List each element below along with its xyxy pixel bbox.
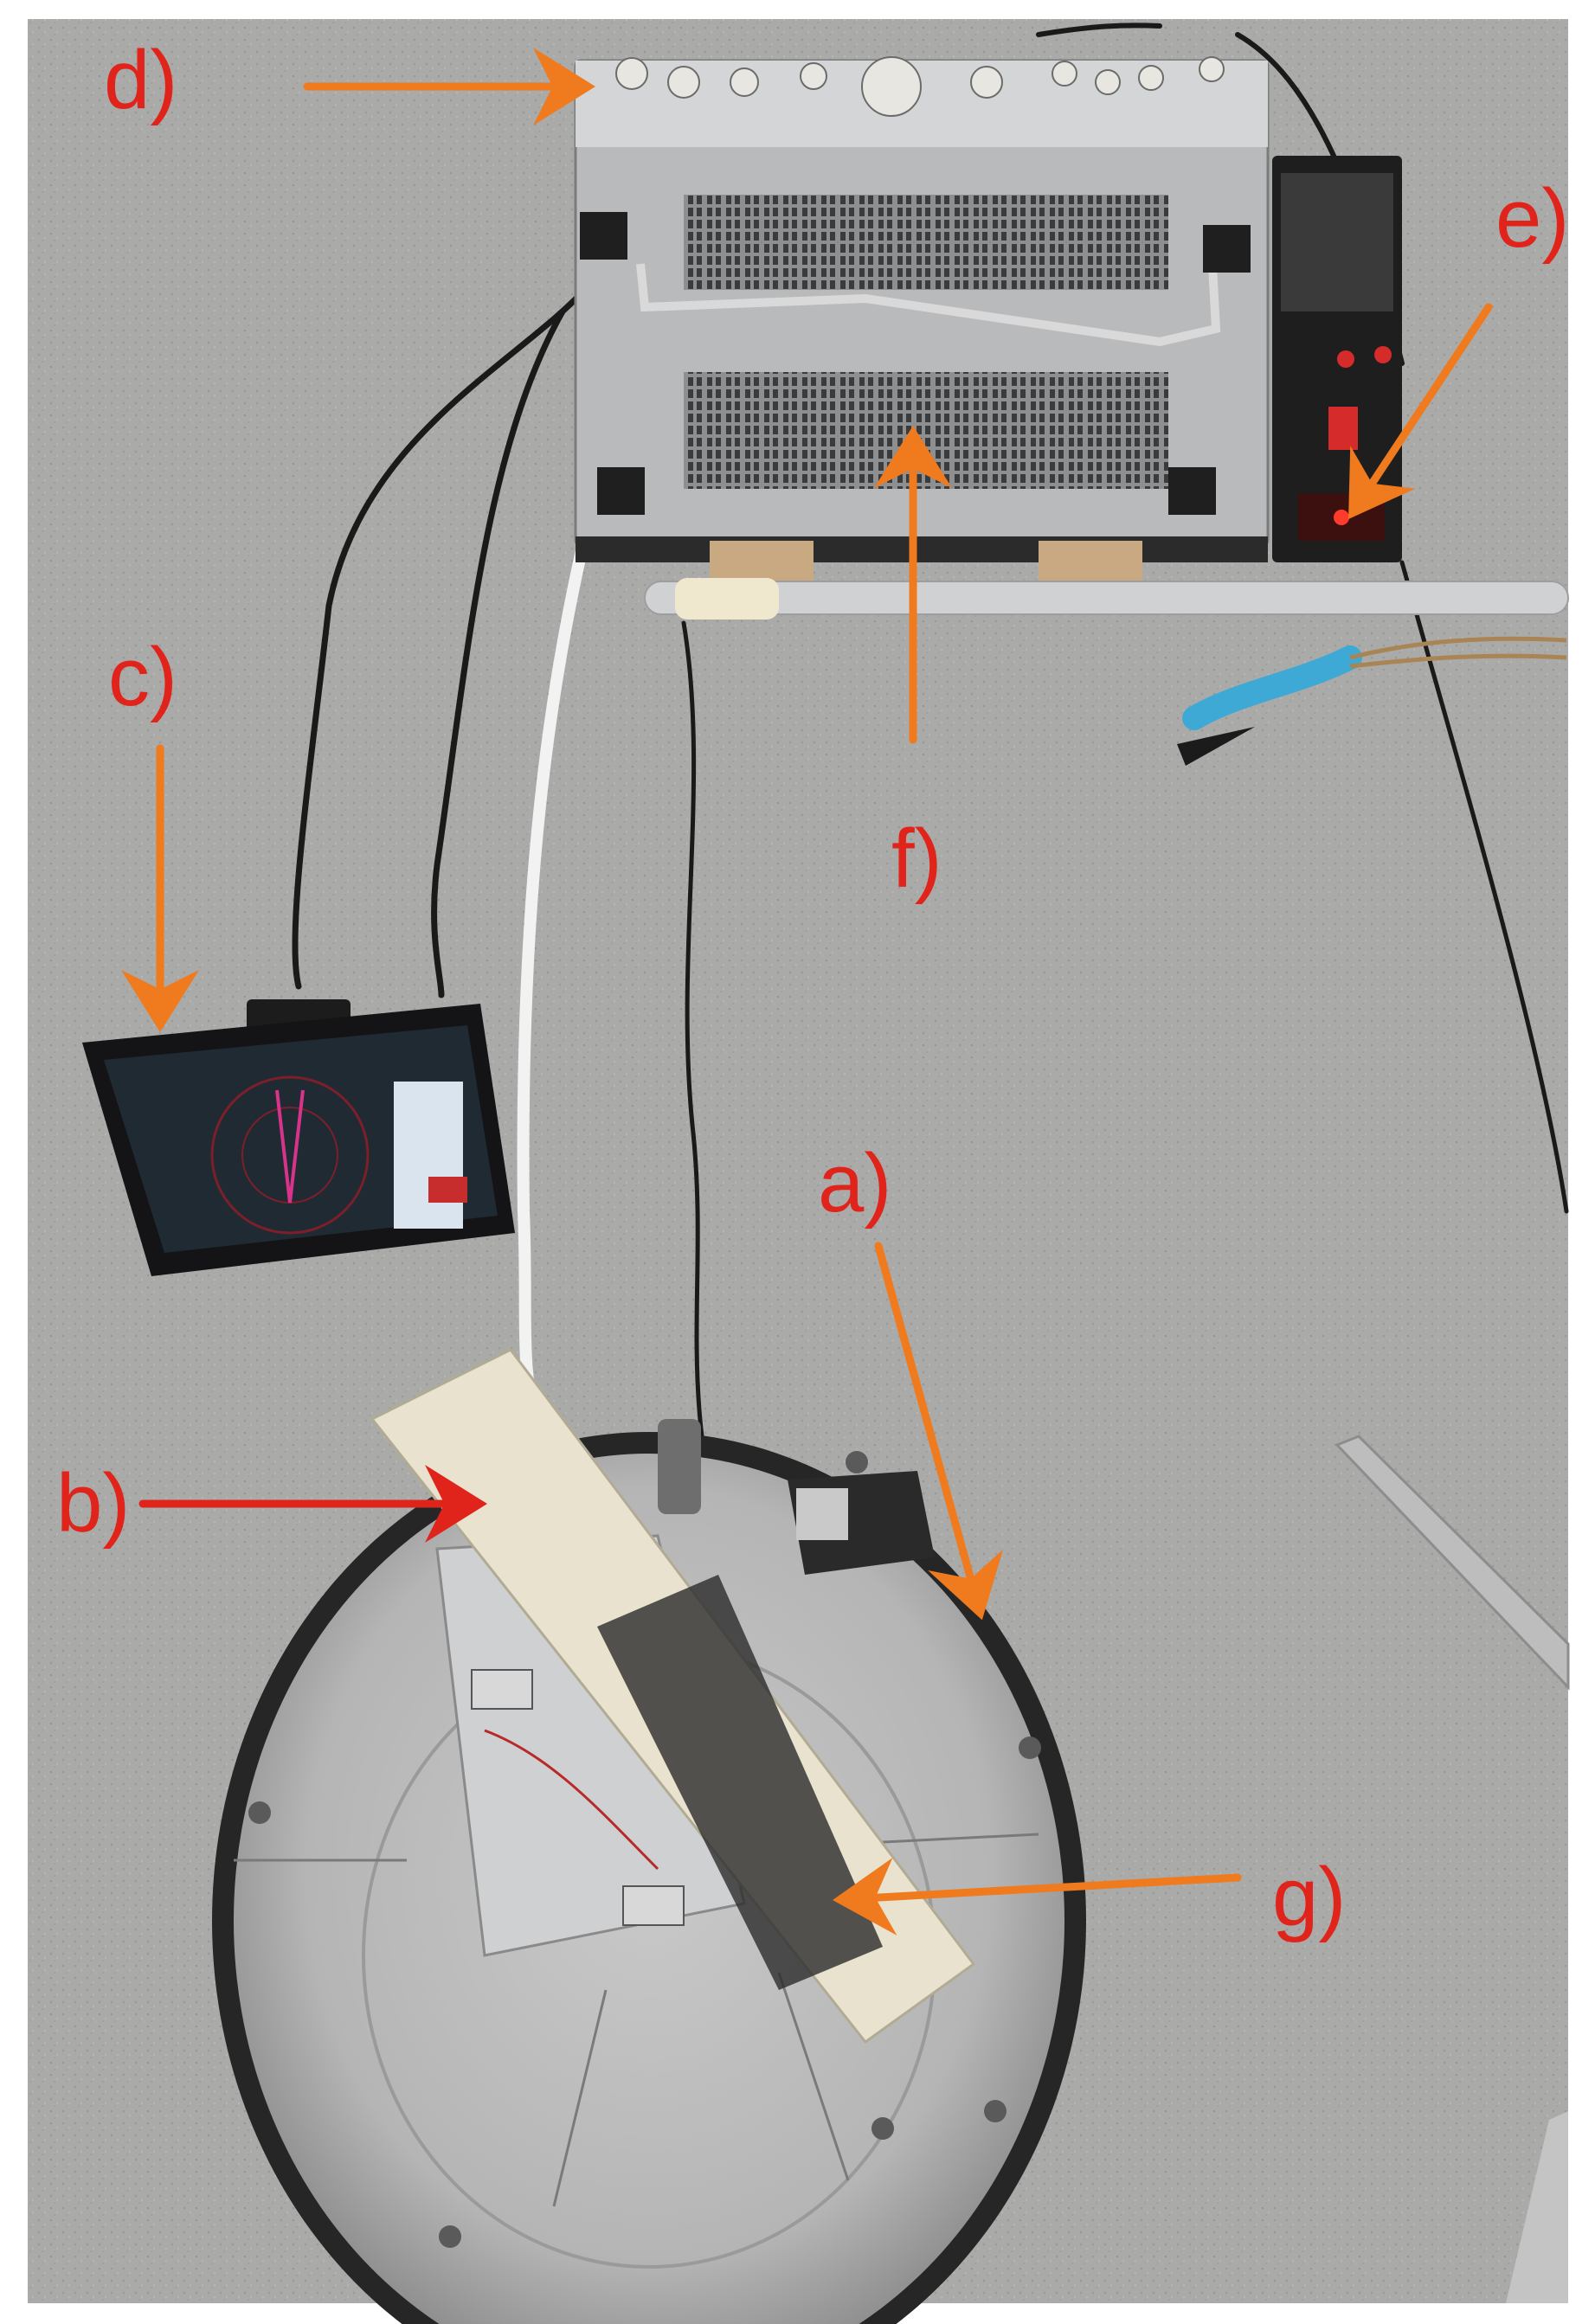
label-c: c) xyxy=(108,631,177,723)
arrow-g xyxy=(833,1858,1242,1936)
label-e: e) xyxy=(1495,172,1569,265)
label-d: d) xyxy=(104,34,177,126)
label-a: a) xyxy=(818,1137,891,1229)
floor-rail xyxy=(1335,1435,1570,1691)
bench-power-supply xyxy=(1272,156,1402,562)
metal-rod xyxy=(644,578,1569,766)
display-tablet xyxy=(82,999,515,1276)
label-g: g) xyxy=(1272,1851,1346,1943)
label-b: b) xyxy=(56,1457,130,1550)
antenna-assembly xyxy=(370,1348,976,2045)
floor-rail-lower xyxy=(1506,2111,1568,2303)
arrow-e xyxy=(1348,303,1493,520)
annotation-arrows xyxy=(121,48,1493,1936)
label-f: f) xyxy=(891,812,942,905)
power-supply-unit xyxy=(574,56,1270,588)
arrow-a xyxy=(874,1242,1003,1621)
